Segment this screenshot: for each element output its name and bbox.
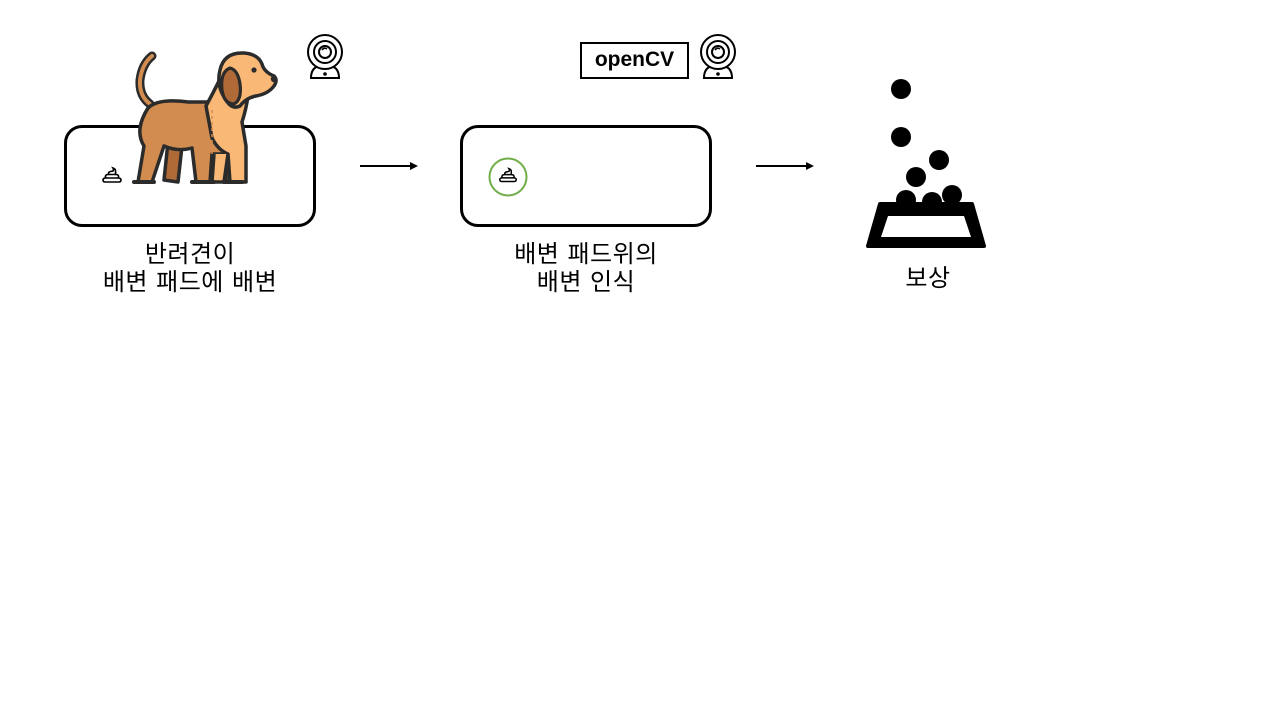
- kibble-icon: [891, 79, 911, 99]
- kibble-icon: [906, 167, 926, 187]
- dog-icon: [128, 50, 280, 188]
- poop-icon: [100, 164, 124, 188]
- detection-ring: [487, 157, 529, 197]
- kibble-icon: [891, 127, 911, 147]
- step-3-caption-line-1: 보상: [905, 264, 951, 292]
- food-bowl-icon: [862, 74, 992, 254]
- step-2-caption: 배변 패드위의 배변 인식: [450, 240, 722, 296]
- step-1-caption-line-2: 배변 패드에 배변: [102, 268, 278, 296]
- webcam-icon: [305, 32, 345, 80]
- webcam-icon: [698, 32, 738, 80]
- step-2-caption-line-2: 배변 인식: [536, 268, 636, 296]
- step-1-caption-line-1: 반려견이: [144, 240, 236, 268]
- kibble-icon: [929, 150, 949, 170]
- arrow-icon: [756, 159, 816, 173]
- step-1-caption: 반려견이 배변 패드에 배변: [54, 240, 326, 296]
- arrow-icon: [360, 159, 420, 173]
- kibble-icon: [942, 185, 962, 205]
- pee-pad-2: [460, 125, 712, 227]
- opencv-label: openCV: [580, 42, 689, 79]
- step-2-caption-line-1: 배변 패드위의: [514, 240, 658, 268]
- step-3-caption: 보상: [868, 264, 988, 292]
- poop-icon: [497, 165, 519, 187]
